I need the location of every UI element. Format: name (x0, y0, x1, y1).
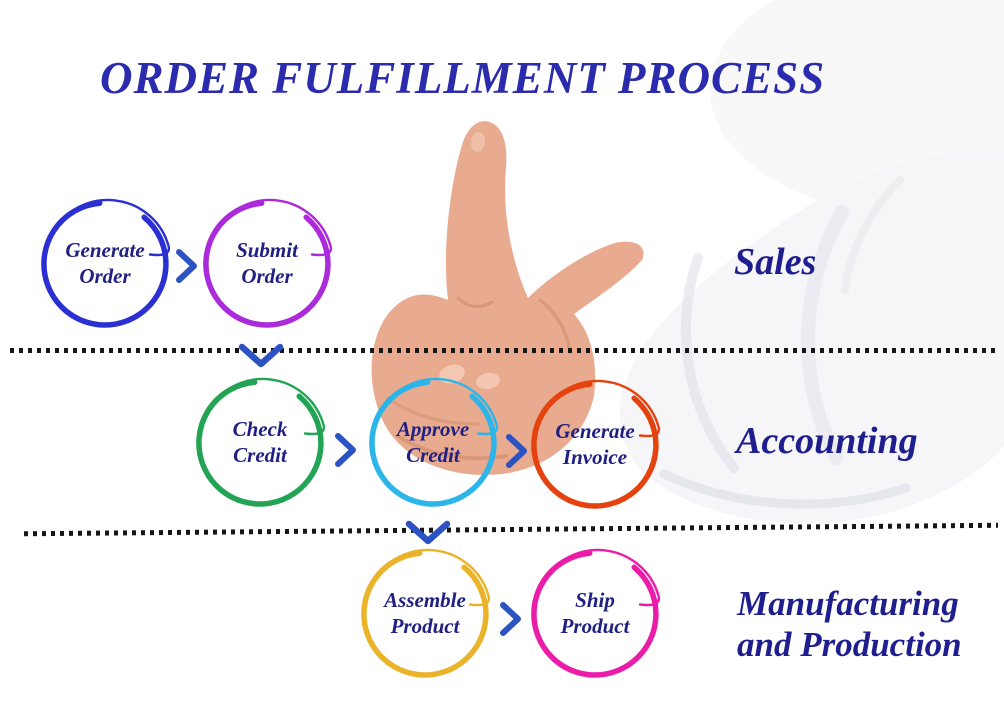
node-label: Generate Order (45, 196, 165, 332)
arrow-right-icon (499, 601, 523, 637)
node-label: Generate Invoice (535, 377, 655, 513)
sleeve-fold (841, 176, 904, 294)
node-assemble-product: Assemble Product (357, 546, 493, 682)
node-label: Submit Order (207, 196, 327, 332)
arrow-right-icon (505, 433, 529, 469)
node-label-line: Submit (236, 238, 298, 263)
node-label-line: Credit (233, 443, 287, 467)
sleeve-fold (659, 469, 911, 509)
lane-label-accounting: Accounting (736, 420, 918, 462)
node-label: Check Credit (200, 375, 320, 511)
node-label-line: Ship (575, 588, 615, 613)
node-label-line: Product (560, 614, 630, 638)
lane-separator-sales-accounting (10, 348, 996, 353)
node-label-line: Order (241, 264, 293, 288)
node-generate-order: Generate Order (37, 196, 173, 332)
node-label-line: Invoice (562, 445, 628, 469)
node-label-line: Generate (65, 238, 145, 263)
page-title: ORDER FULFILLMENT PROCESS (100, 53, 826, 103)
node-generate-invoice: Generate Invoice (527, 377, 663, 513)
node-submit-order: Submit Order (199, 196, 335, 332)
node-label-line: Assemble (384, 588, 466, 613)
node-check-credit: Check Credit (192, 375, 328, 511)
arrow-right-icon (175, 248, 199, 284)
node-label-line: Approve (396, 417, 470, 442)
node-label-line: Check (232, 417, 288, 442)
node-label: Approve Credit (373, 375, 493, 511)
lane-label-sales: Sales (734, 241, 817, 283)
arrow-down-icon (238, 343, 284, 369)
hand-crease (538, 298, 572, 352)
sleeve (619, 151, 1004, 524)
sleeve-fold (681, 253, 739, 473)
node-approve-credit: Approve Credit (365, 375, 501, 511)
node-label: Ship Product (535, 546, 655, 682)
node-label: Assemble Product (365, 546, 485, 682)
fingernail (470, 132, 486, 152)
node-label-line: Credit (406, 443, 460, 467)
lane-label-manufacturing: Manufacturing and Production (737, 584, 962, 665)
node-label-line: Generate (555, 419, 635, 444)
hand-crease (386, 396, 480, 426)
node-ship-product: Ship Product (527, 546, 663, 682)
arrow-down-icon (405, 520, 451, 546)
arrow-right-icon (334, 432, 358, 468)
hand-crease (456, 296, 494, 308)
fingernail (476, 372, 500, 390)
node-label-line: Order (79, 264, 131, 288)
node-label-line: Product (390, 614, 460, 638)
sleeve-fold (801, 205, 849, 465)
